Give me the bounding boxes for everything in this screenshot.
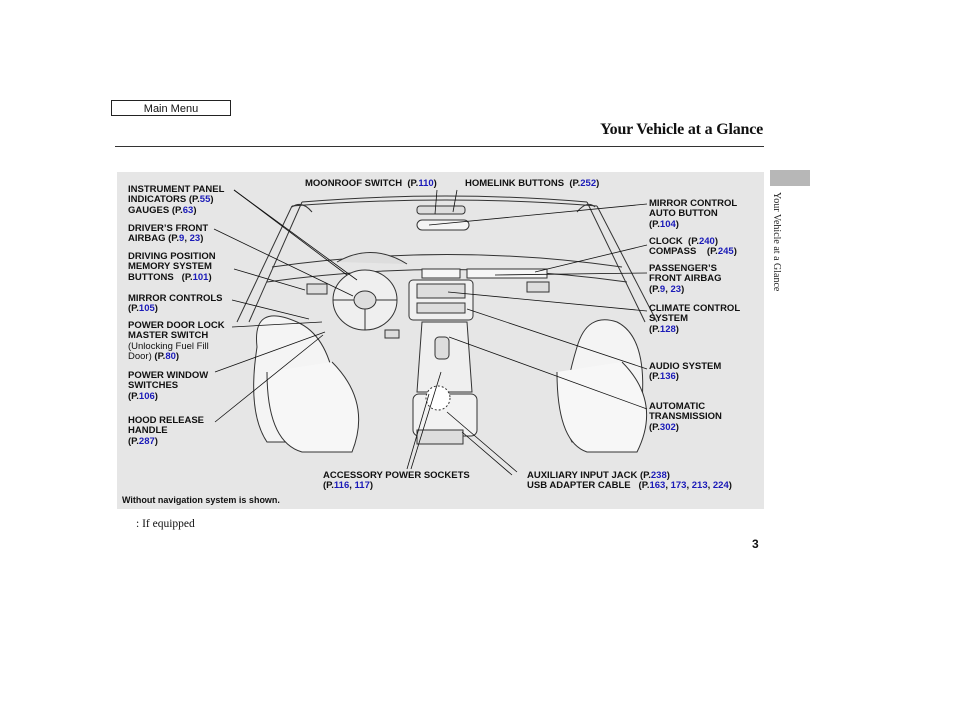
label-moonroof-switch: MOONROOF SWITCH (P.110) [305, 178, 437, 189]
page-link-9[interactable]: 9 [179, 233, 185, 245]
unlocking-fuel-text: (Unlocking Fuel Fill [128, 340, 209, 352]
page-link-173[interactable]: 173 [670, 480, 687, 492]
clock-text: CLOCK [649, 236, 683, 247]
instrument-panel-text: INSTRUMENT PANEL [128, 184, 225, 195]
master-switch-text: MASTER SWITCH [128, 330, 209, 342]
page-link-116[interactable]: 116 [333, 480, 350, 492]
moonroof-switch-text: MOONROOF SWITCH [305, 178, 403, 189]
airbag-text: AIRBAG [128, 233, 166, 245]
transmission-text: TRANSMISSION [649, 411, 722, 423]
mirror-controls-text: MIRROR CONTROLS [128, 293, 223, 304]
label-auxiliary-input: AUXILIARY INPUT JACK (P.238) USB ADAPTER… [527, 470, 732, 492]
label-homelink-buttons: HOMELINK BUTTONS (P.252) [465, 178, 600, 189]
gauges-text: GAUGES [128, 204, 170, 216]
automatic-text: AUTOMATIC [649, 401, 706, 412]
label-climate-control: CLIMATE CONTROL SYSTEM (P.128) [649, 303, 741, 335]
main-menu-button[interactable]: Main Menu [111, 100, 231, 116]
label-clock-compass: CLOCK (P.240) COMPASS (P.245) [649, 236, 737, 258]
label-drivers-front-airbag: DRIVER’S FRONT AIRBAG (P.9, 23) [128, 223, 209, 245]
buttons-text: BUTTONS [128, 271, 174, 283]
page-link-63[interactable]: 63 [182, 204, 194, 216]
handle-text: HANDLE [128, 425, 168, 437]
indicators-text: INDICATORS [128, 194, 187, 206]
drivers-front-text: DRIVER’S FRONT [128, 223, 209, 234]
page-link-101[interactable]: 101 [192, 271, 209, 283]
homelink-buttons-text: HOMELINK BUTTONS [465, 178, 565, 189]
page-link-23[interactable]: 23 [189, 233, 201, 245]
label-instrument-panel: INSTRUMENT PANEL INDICATORS (P.55) GAUGE… [128, 184, 225, 216]
if-equipped-note: : If equipped [136, 518, 195, 530]
page-link-106[interactable]: 106 [138, 390, 155, 402]
page-link-55[interactable]: 55 [199, 194, 211, 206]
front-airbag-text: FRONT AIRBAG [649, 273, 722, 285]
page-link-240[interactable]: 240 [698, 236, 715, 247]
page-link-9-right[interactable]: 9 [659, 283, 666, 295]
page-link-128[interactable]: 128 [659, 323, 676, 335]
usb-adapter-text: USB ADAPTER CABLE [527, 480, 631, 492]
passengers-text: PASSENGER’S [649, 263, 717, 274]
door-text: Door) [128, 351, 152, 363]
system-text: SYSTEM [649, 313, 689, 325]
label-automatic-transmission: AUTOMATIC TRANSMISSION (P.302) [649, 401, 722, 433]
mirror-control-text: MIRROR CONTROL [649, 198, 738, 209]
label-accessory-power-sockets: ACCESSORY POWER SOCKETS (P.116, 117) [323, 470, 470, 492]
page-link-136[interactable]: 136 [659, 371, 676, 383]
page-link-105[interactable]: 105 [138, 303, 155, 315]
title-divider [115, 146, 764, 147]
page-link-104[interactable]: 104 [659, 218, 676, 230]
page-link-163[interactable]: 163 [649, 480, 666, 492]
page-link-23-right[interactable]: 23 [670, 283, 682, 295]
audio-system-text: AUDIO SYSTEM [649, 361, 722, 372]
vehicle-interior-diagram: INSTRUMENT PANEL INDICATORS (P.55) GAUGE… [117, 172, 764, 509]
auto-button-text: AUTO BUTTON [649, 208, 718, 220]
driving-position-text: DRIVING POSITION [128, 251, 216, 262]
label-driving-position: DRIVING POSITION MEMORY SYSTEM BUTTONS (… [128, 251, 216, 283]
climate-control-text: CLIMATE CONTROL [649, 303, 741, 314]
page-link-287[interactable]: 287 [138, 435, 155, 447]
power-door-lock-text: POWER DOOR LOCK [128, 320, 225, 331]
memory-system-text: MEMORY SYSTEM [128, 261, 212, 273]
label-mirror-control-auto: MIRROR CONTROL AUTO BUTTON (P.104) [649, 198, 738, 230]
power-window-text: POWER WINDOW [128, 370, 209, 381]
label-hood-release: HOOD RELEASE HANDLE (P.287) [128, 415, 205, 447]
auxiliary-input-text: AUXILIARY INPUT JACK [527, 470, 638, 481]
compass-text: COMPASS [649, 246, 697, 258]
page-link-302[interactable]: 302 [659, 421, 676, 433]
page-link-238[interactable]: 238 [650, 470, 667, 481]
label-power-window: POWER WINDOW SWITCHES (P.106) [128, 370, 209, 402]
label-audio-system: AUDIO SYSTEM (P.136) [649, 361, 722, 383]
page-link-213[interactable]: 213 [691, 480, 708, 492]
hood-release-text: HOOD RELEASE [128, 415, 205, 426]
diagram-footnote: Without navigation system is shown. [122, 495, 280, 505]
page-link-245[interactable]: 245 [717, 246, 734, 258]
label-mirror-controls: MIRROR CONTROLS (P.105) [128, 293, 223, 315]
switches-text: SWITCHES [128, 380, 179, 392]
accessory-sockets-text: ACCESSORY POWER SOCKETS [323, 470, 470, 481]
dashboard-illustration [213, 189, 658, 476]
page-link-80[interactable]: 80 [165, 351, 176, 363]
page-title: Your Vehicle at a Glance [600, 121, 763, 138]
section-tab[interactable] [770, 170, 810, 186]
page-link-110[interactable]: 110 [418, 178, 434, 189]
section-side-label: Your Vehicle at a Glance [771, 192, 782, 292]
page-link-117[interactable]: 117 [354, 480, 370, 492]
page-link-224[interactable]: 224 [712, 480, 729, 492]
page-number: 3 [752, 537, 759, 551]
label-power-door-lock: POWER DOOR LOCK MASTER SWITCH (Unlocking… [128, 320, 225, 363]
page-link-252[interactable]: 252 [580, 178, 597, 189]
label-passengers-front-airbag: PASSENGER’S FRONT AIRBAG (P.9, 23) [649, 263, 722, 295]
